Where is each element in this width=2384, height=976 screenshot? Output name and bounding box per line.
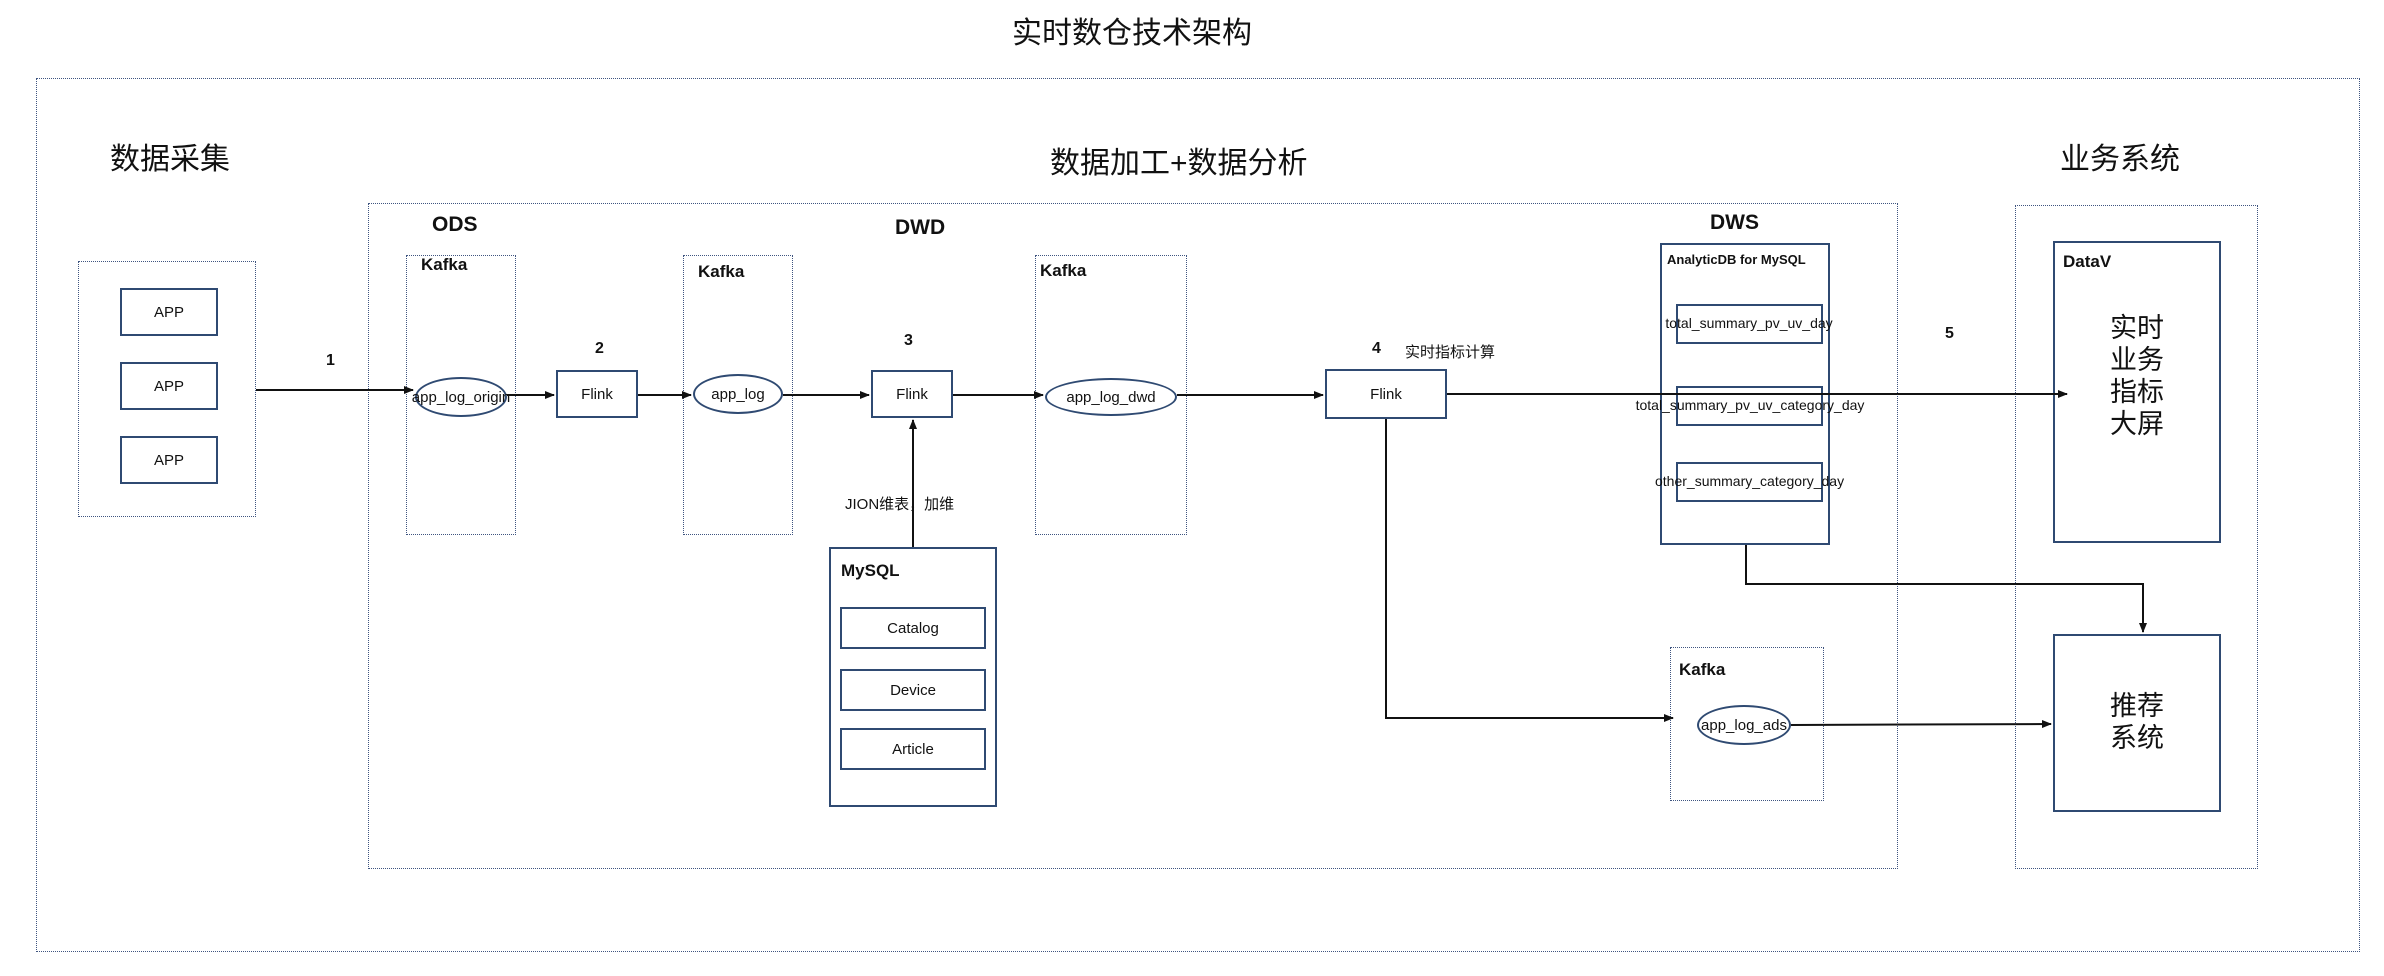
page-title: 实时数仓技术架构 bbox=[1012, 17, 1252, 50]
ods-kafka-label: Kafka bbox=[421, 255, 468, 274]
flink-node-2: Flink bbox=[556, 370, 638, 418]
topic-app-log: app_log bbox=[693, 374, 783, 414]
recommend-system bbox=[2053, 634, 2221, 812]
dwd-kafka-label-1: Kafka bbox=[698, 262, 745, 281]
adb-table-label: total_summary_pv_uv_day bbox=[1665, 315, 1833, 331]
ads-kafka-label: Kafka bbox=[1679, 660, 1726, 679]
recommend-system-text: 推荐 系统 bbox=[2110, 691, 2164, 753]
metric-calc-note: 实时指标计算 bbox=[1405, 344, 1496, 361]
adb-table-label: total_summary_pv_uv_category_day bbox=[1635, 397, 1865, 413]
layer-label-dws: DWS bbox=[1710, 211, 1759, 234]
dwd-kafka-label-2: Kafka bbox=[1040, 261, 1087, 280]
step-number-2: 2 bbox=[595, 340, 604, 357]
adb-label: AnalyticDB for MySQL bbox=[1667, 252, 1806, 267]
join-dimension-note: JION维表，加维 bbox=[845, 496, 955, 513]
topic-app-log-ads: app_log_ads bbox=[1697, 705, 1791, 745]
mysql-group bbox=[829, 547, 997, 807]
business-frame bbox=[2015, 205, 2258, 869]
layer-label-dwd: DWD bbox=[895, 216, 946, 239]
flink-node-3: Flink bbox=[871, 370, 953, 418]
flink-node-4: Flink bbox=[1325, 369, 1447, 419]
adb-table-label: other_summary_category_day bbox=[1655, 473, 1845, 489]
mysql-table-article: Article bbox=[840, 728, 986, 770]
step-number-3: 3 bbox=[904, 332, 913, 349]
step-number-4: 4 bbox=[1372, 340, 1381, 357]
outer-frame bbox=[36, 78, 2360, 952]
section-title-processing: 数据加工+数据分析 bbox=[1050, 147, 1308, 180]
datav-dashboard-text: 实时 业务 指标 大屏 bbox=[2110, 313, 2164, 439]
app-box: APP bbox=[120, 362, 218, 410]
step-number-1: 1 bbox=[326, 352, 335, 369]
app-box: APP bbox=[120, 436, 218, 484]
adb-table bbox=[1676, 304, 1823, 344]
mysql-table-catalog: Catalog bbox=[840, 607, 986, 649]
datav-label: DataV bbox=[2063, 252, 2112, 271]
layer-label-ods: ODS bbox=[432, 213, 478, 236]
datav-screen bbox=[2053, 241, 2221, 543]
app-box: APP bbox=[120, 288, 218, 336]
mysql-label: MySQL bbox=[841, 561, 900, 580]
adb-table bbox=[1676, 462, 1823, 502]
mysql-table-device: Device bbox=[840, 669, 986, 711]
section-title-business: 业务系统 bbox=[2060, 143, 2180, 176]
app-source-group bbox=[78, 261, 256, 517]
adb-table bbox=[1676, 386, 1823, 426]
processing-frame bbox=[368, 203, 1898, 869]
step-number-5: 5 bbox=[1945, 325, 1954, 342]
section-title-collection: 数据采集 bbox=[110, 143, 230, 176]
topic-app-log-dwd: app_log_dwd bbox=[1045, 378, 1177, 416]
topic-app-log-origin: app_log_origin bbox=[412, 377, 510, 417]
